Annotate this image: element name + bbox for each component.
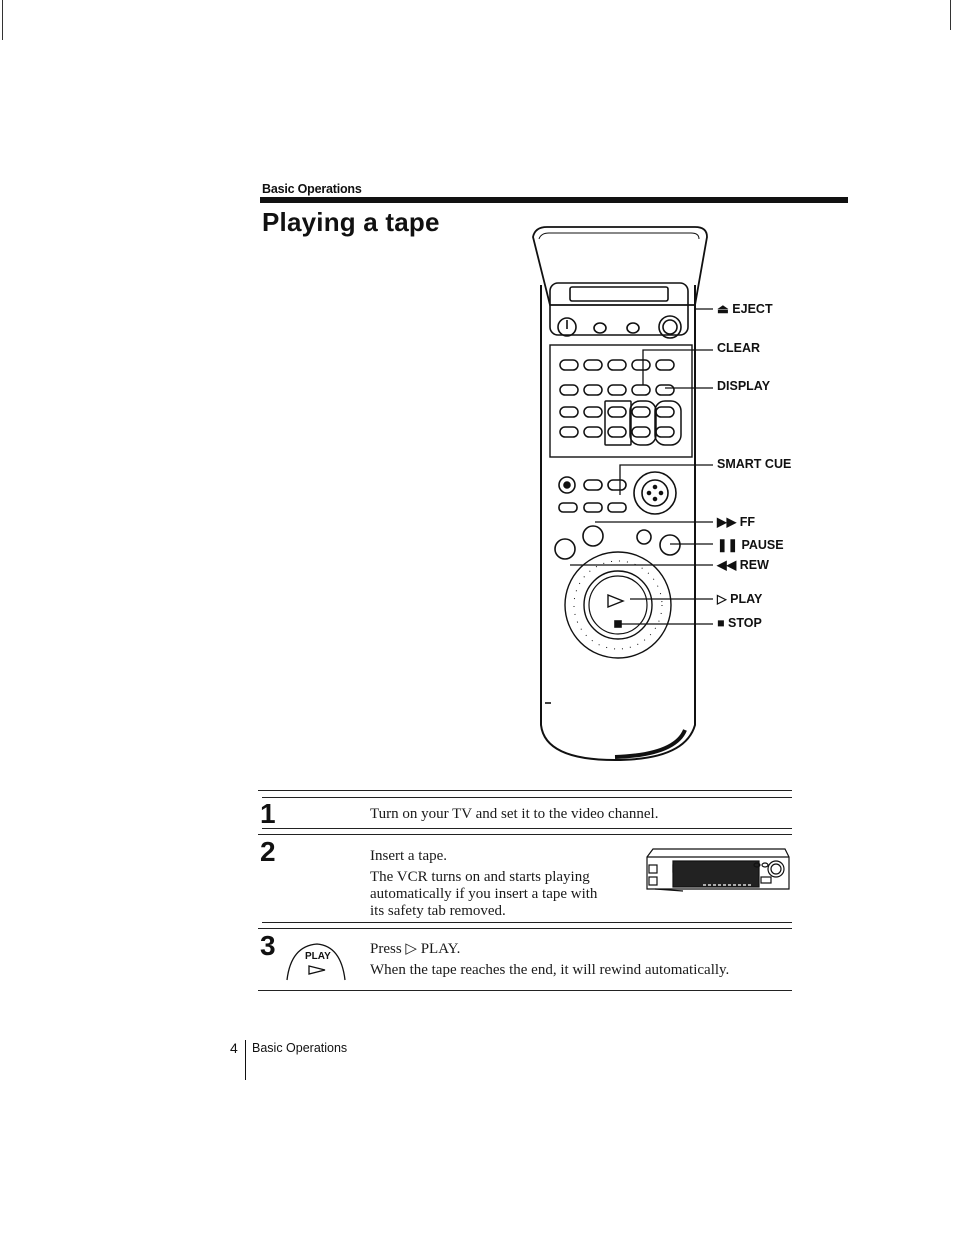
step-2-line-4: its safety tab removed. — [370, 903, 506, 919]
page-number: 4 — [230, 1040, 238, 1056]
rew-callout: ◀◀ REW — [717, 557, 769, 572]
stop-icon: ■ — [717, 616, 725, 630]
right-edge-mark — [950, 0, 951, 30]
play-icon: ▷ — [717, 592, 727, 606]
step-number-2: 2 — [260, 836, 276, 867]
page-title: Playing a tape — [262, 207, 440, 237]
clear-label: CLEAR — [717, 341, 761, 355]
step-2-line-3: automatically if you insert a tape with — [370, 886, 598, 902]
smart-cue-label: SMART CUE — [717, 457, 792, 471]
play-callout: ▷ PLAY — [717, 591, 762, 606]
step3-rule-top — [262, 922, 792, 923]
step-2-line-1: Insert a tape. — [370, 848, 448, 864]
step-number-3: 3 — [260, 930, 276, 961]
step3-rule — [258, 928, 792, 929]
eject-label: EJECT — [732, 302, 773, 316]
step-1-text: Turn on your TV and set it to the video … — [370, 806, 659, 822]
step-2-line-2: The VCR turns on and starts playing — [370, 869, 590, 885]
header-rule — [260, 197, 848, 203]
ff-label: FF — [739, 515, 755, 529]
vcr-illustration — [646, 848, 790, 892]
display-label: DISPLAY — [717, 379, 771, 393]
remote-control — [532, 226, 708, 762]
left-edge-mark — [2, 0, 3, 40]
step2-rule — [258, 834, 792, 835]
step-rule-top — [258, 790, 792, 791]
step-3-line-2: When the tape reaches the end, it will r… — [370, 962, 730, 978]
step-rule-bottom — [258, 990, 792, 991]
step2-rule-top — [262, 828, 792, 829]
footer-divider — [245, 1040, 246, 1080]
play-button-label: PLAY — [305, 951, 331, 962]
step1-rule — [262, 797, 792, 798]
callout-lines — [570, 308, 713, 625]
section-header: Basic Operations — [262, 182, 362, 196]
rew-icon: ◀◀ — [717, 558, 737, 572]
ff-callout: ▶▶ FF — [717, 514, 755, 529]
footer-section: Basic Operations — [252, 1041, 348, 1055]
eject-callout: ⏏ EJECT — [717, 301, 773, 316]
step-number-1: 1 — [260, 798, 276, 829]
play-label: PLAY — [730, 592, 763, 606]
step-3-line-1: Press ▷ PLAY. — [370, 941, 461, 957]
pause-label: PAUSE — [741, 538, 784, 552]
eject-icon: ⏏ — [717, 302, 729, 316]
ff-icon: ▶▶ — [717, 515, 737, 529]
stop-callout: ■ STOP — [717, 616, 762, 630]
stop-label: STOP — [728, 616, 762, 630]
pause-icon: ❚❚ — [717, 538, 738, 552]
rew-label: REW — [739, 558, 769, 572]
pause-callout: ❚❚ PAUSE — [717, 537, 784, 552]
play-button-illustration — [286, 943, 346, 981]
